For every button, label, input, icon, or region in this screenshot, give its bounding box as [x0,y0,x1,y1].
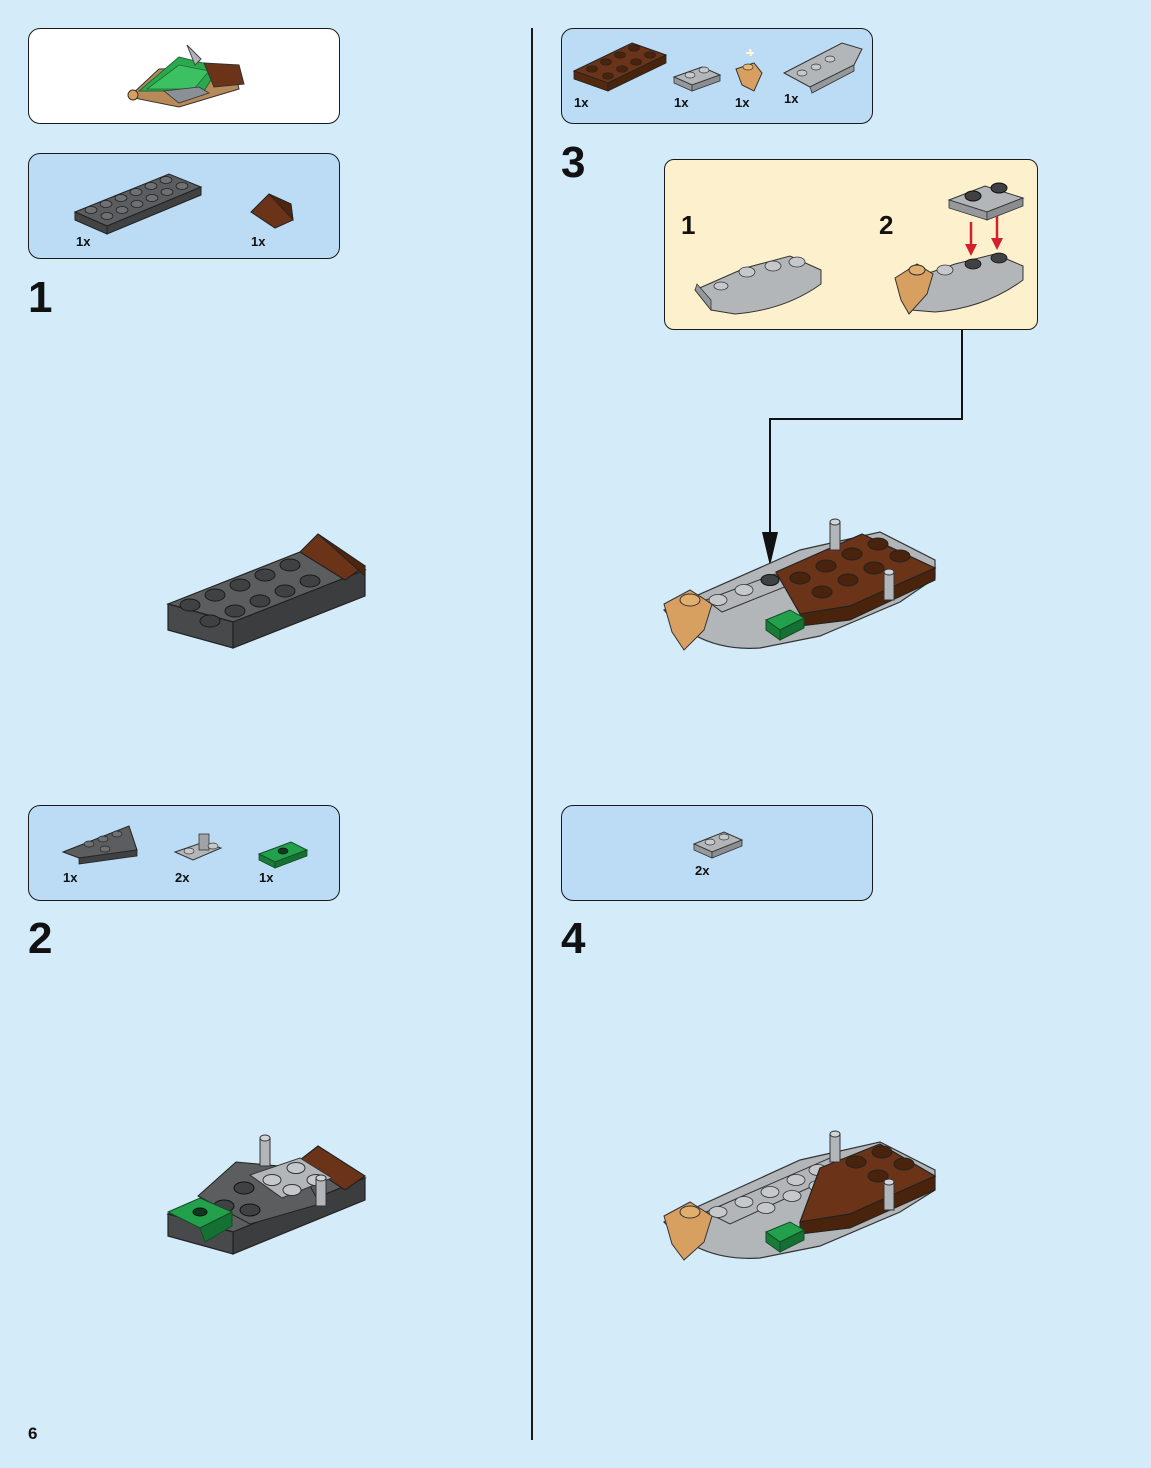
step2-parts-box: 1x 2x 1x [28,805,340,901]
light-gray-plate-1x2-icon [672,66,722,92]
part-qty: 1x [735,95,750,110]
part-qty: 2x [695,863,710,878]
page-number: 6 [28,1424,38,1443]
model-preview-box [28,28,340,124]
brown-plate-2x4-icon [572,42,668,92]
part-qty: 1x [76,234,91,249]
step-number: 1 [28,273,53,322]
step4-parts-box: 2x [561,805,873,901]
step-number: 4 [561,914,586,963]
tan-slope-icon [735,48,763,92]
step-number: 3 [561,138,586,187]
substep-number: 1 [681,210,696,240]
light-gray-wedge-icon [782,42,863,94]
part-qty: 2x [175,870,190,885]
step3-subassembly-box: 1 2 [664,159,1038,330]
brown-slope-icon [250,193,294,229]
substep-number: 2 [879,210,894,240]
green-jumper-plate-icon [257,841,309,869]
step3-parts-box: 1x 1x 1x 1x [561,28,873,124]
step1-parts-box: 1x 1x [28,153,340,259]
substep1-image [694,255,822,315]
part-qty: 1x [251,234,266,249]
dark-gray-wedge-plate-icon [61,825,138,865]
part-qty: 1x [784,91,799,106]
light-gray-plate-1x2-icon [692,831,744,859]
substep2-image [894,182,1025,315]
light-gray-bracket-icon [173,833,223,861]
part-qty: 1x [674,95,689,110]
part-qty: 1x [574,95,589,110]
column-divider [531,28,533,1440]
finished-boat-image [127,44,245,108]
part-qty: 1x [259,870,274,885]
dark-gray-plate-2x6-icon [73,173,203,235]
part-qty: 1x [63,870,78,885]
step-number: 2 [28,914,53,963]
